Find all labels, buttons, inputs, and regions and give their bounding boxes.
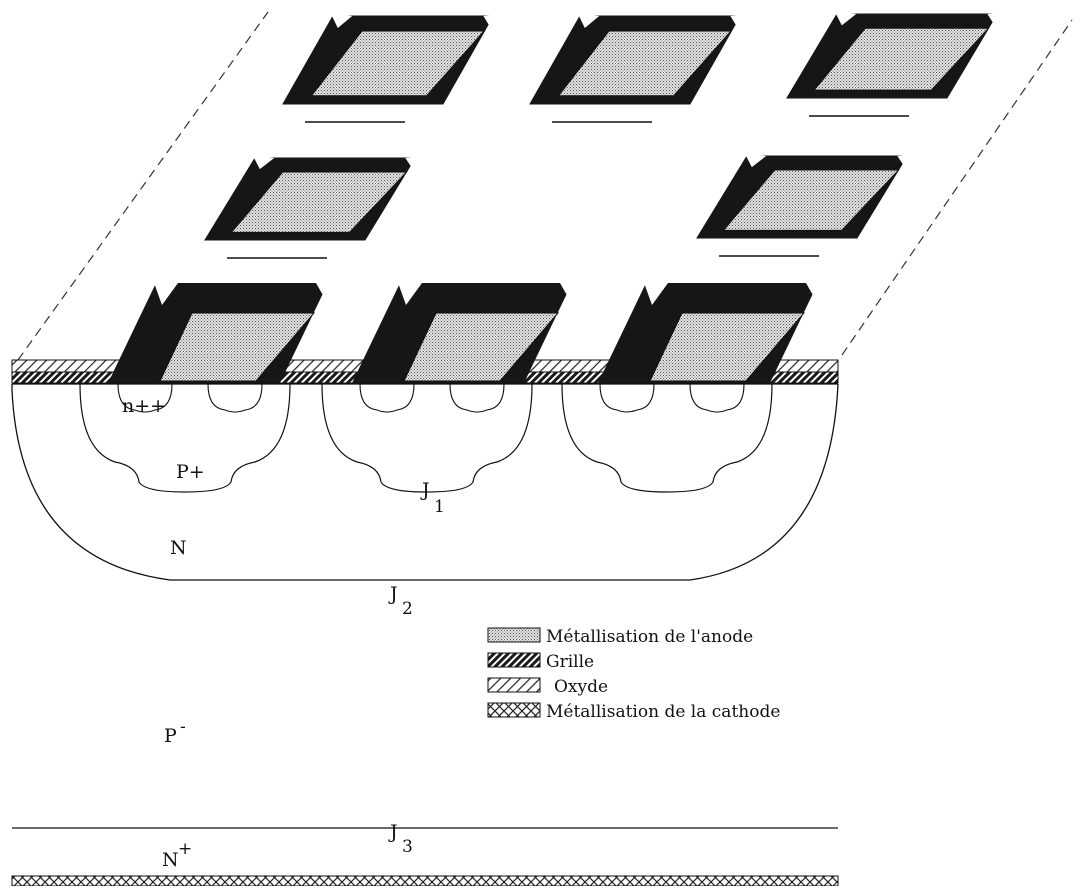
n-plus-plus-pocket [449, 383, 505, 413]
legend-swatch-gate [487, 652, 541, 668]
p-minus-superscript: - [180, 717, 186, 737]
n-plus-plus-pocket [117, 383, 173, 413]
legend-label-oxide: Oxyde [554, 677, 608, 697]
n-plus-plus-pocket [207, 383, 263, 413]
legend: Métallisation de l'anode Grille Oxyde Mé… [487, 627, 780, 722]
p-plus-wells [79, 383, 773, 493]
n-plus-plus-pocket [689, 383, 745, 413]
p-plus-well [321, 383, 533, 493]
j2-label: J [388, 583, 398, 605]
j1-index: 1 [434, 497, 445, 517]
anode-cell [696, 154, 910, 257]
anode-cell [529, 14, 743, 123]
legend-label-anode: Métallisation de l'anode [546, 627, 753, 647]
j1-label: J [420, 479, 430, 501]
p-plus-label: P+ [176, 461, 205, 483]
n-plus-plus-label: n++ [122, 395, 166, 417]
n-plus-plus-pocket [599, 383, 655, 413]
p-plus-well [561, 383, 773, 493]
die-outline [17, 11, 1073, 361]
n-plus-label: N [162, 849, 179, 871]
p-plus-well [79, 383, 291, 493]
n-region-label: N [170, 537, 187, 559]
anode-cell [786, 12, 1000, 117]
legend-label-cathode: Métallisation de la cathode [546, 702, 780, 722]
j3-label: J [388, 821, 398, 843]
anode-cells [108, 12, 1000, 383]
cathode-metallization [11, 875, 839, 887]
n-region-boundary [11, 383, 839, 581]
j2-index: 2 [402, 599, 413, 619]
legend-swatch-oxide [487, 677, 541, 693]
n-plus-superscript: + [178, 839, 192, 859]
j3-index: 3 [402, 837, 413, 857]
n-plus-plus-pocket [359, 383, 415, 413]
p-minus-label: P [164, 725, 177, 747]
anode-cell [204, 156, 418, 259]
legend-swatch-anode [487, 627, 541, 643]
anode-cell [282, 14, 496, 123]
anode-cell-front [108, 280, 332, 383]
anode-cell-front [598, 280, 822, 383]
anode-cell-front [352, 280, 576, 383]
legend-label-gate: Grille [546, 652, 594, 672]
legend-swatch-cathode [487, 702, 541, 718]
